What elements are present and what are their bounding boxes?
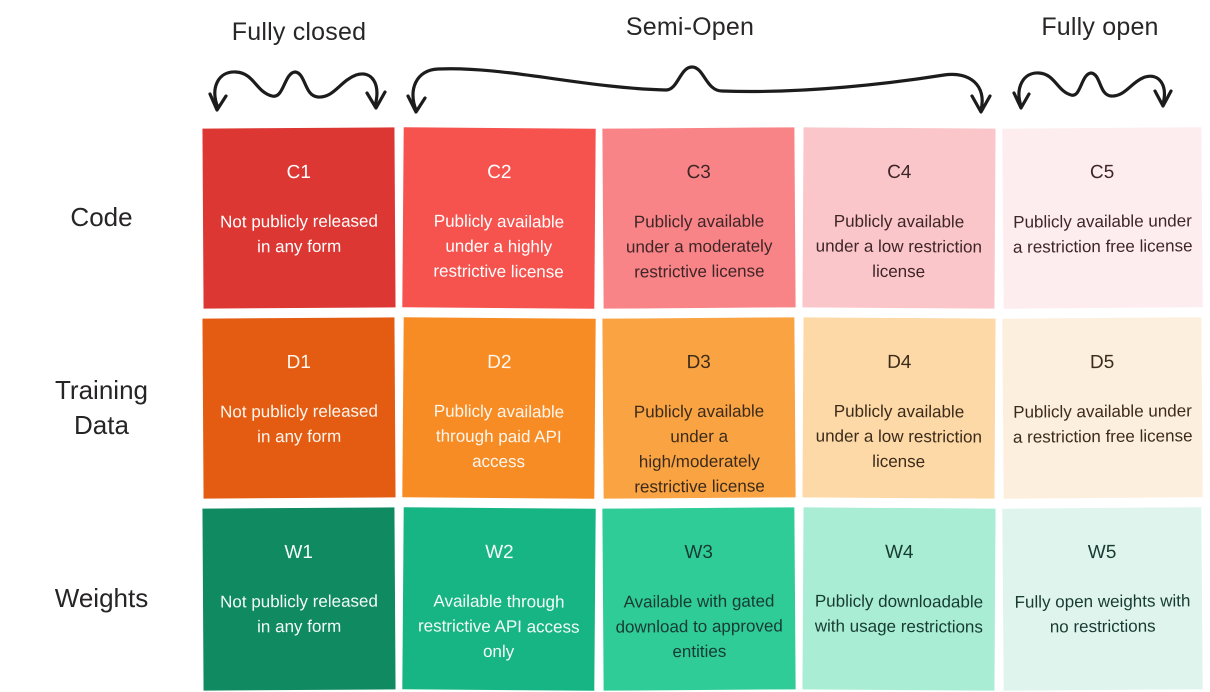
row-label-weights: Weights xyxy=(54,583,149,614)
cell-d3-id: D3 xyxy=(686,351,711,374)
row-weights: Weights W1 Not publicly released in any … xyxy=(0,507,1210,691)
cell-c3: C3 Publicly available under a moderately… xyxy=(602,127,796,309)
cell-w2-desc: Available through restrictive API access… xyxy=(417,591,580,662)
row-code: Code C1 Not publicly released in any for… xyxy=(0,127,1210,309)
cell-w2-id: W2 xyxy=(485,541,514,564)
cell-w3-id: W3 xyxy=(684,541,713,564)
cell-d4-desc: Publicly available under a low restricti… xyxy=(815,401,983,472)
cell-c4-id: C4 xyxy=(887,161,912,184)
header-semi-open: Semi-Open xyxy=(625,13,755,41)
cell-w3: W3 Available with gated download to appr… xyxy=(602,507,796,691)
cell-d5-id: D5 xyxy=(1089,351,1115,374)
cell-d5-desc: Publicly available under a restriction f… xyxy=(1012,401,1193,447)
header-fully-open: Fully open xyxy=(1041,13,1159,41)
cell-w4-id: W4 xyxy=(884,541,914,564)
cell-w2: W2 Available through restrictive API acc… xyxy=(402,507,596,691)
cell-c5-id: C5 xyxy=(1089,161,1115,184)
cell-w3-desc: Available with gated download to approve… xyxy=(615,591,783,662)
cell-c5-desc: Publicly available under a restriction f… xyxy=(1012,211,1193,257)
cell-w4: W4 Publicly downloadable with usage rest… xyxy=(802,507,996,691)
openness-matrix: Code C1 Not publicly released in any for… xyxy=(0,127,1210,691)
cell-c3-id: C3 xyxy=(686,161,711,184)
cell-d5: D5 Publicly available under a restrictio… xyxy=(1002,317,1203,499)
cell-w1: W1 Not publicly released in any form xyxy=(202,507,396,691)
cell-c1-desc: Not publicly released in any form xyxy=(220,211,378,257)
cell-c5: C5 Publicly available under a restrictio… xyxy=(1002,127,1203,309)
cell-c2: C2 Publicly available under a highly res… xyxy=(402,127,596,309)
cell-c1: C1 Not publicly released in any form xyxy=(202,127,396,309)
header-fully-closed: Fully closed xyxy=(231,18,367,46)
cell-w1-id: W1 xyxy=(284,541,314,564)
cell-w5-desc: Fully open weights with no restrictions xyxy=(1014,591,1191,637)
cell-w1-desc: Not publicly released in any form xyxy=(220,591,378,637)
cell-w5: W5 Fully open weights with no restrictio… xyxy=(1002,507,1203,691)
cell-d2-id: D2 xyxy=(487,351,512,374)
row-label-code: Code xyxy=(70,202,133,233)
cell-c4: C4 Publicly available under a low restri… xyxy=(802,127,996,309)
cell-c2-id: C2 xyxy=(487,161,512,184)
cell-d4-id: D4 xyxy=(887,351,912,374)
cell-d4: D4 Publicly available under a low restri… xyxy=(802,317,996,499)
cell-d3: D3 Publicly available under a high/moder… xyxy=(602,317,796,499)
cell-w4-desc: Publicly downloadable with usage restric… xyxy=(814,591,984,637)
cell-c4-desc: Publicly available under a low restricti… xyxy=(815,211,983,282)
cell-d1-id: D1 xyxy=(286,351,311,374)
fully-open-range-arrow xyxy=(1012,71,1173,110)
cell-d2-desc: Publicly available through paid API acce… xyxy=(433,401,565,472)
cell-d1-desc: Not publicly released in any form xyxy=(220,401,378,447)
cell-d2: D2 Publicly available through paid API a… xyxy=(402,317,596,499)
cell-w5-id: W5 xyxy=(1087,541,1117,564)
cell-c2-desc: Publicly available under a highly restri… xyxy=(433,211,565,282)
cell-c3-desc: Publicly available under a moderately re… xyxy=(625,211,773,282)
semi-open-range-arrow xyxy=(406,65,992,114)
fully-closed-range-arrow xyxy=(208,70,387,112)
cell-d3-desc: Publicly available under a high/moderate… xyxy=(633,401,765,497)
cell-d1: D1 Not publicly released in any form xyxy=(202,317,396,499)
cell-c1-id: C1 xyxy=(286,161,311,184)
row-training-data: Training Data D1 Not publicly released i… xyxy=(0,317,1210,499)
row-label-training-data: Training Data xyxy=(55,374,148,440)
